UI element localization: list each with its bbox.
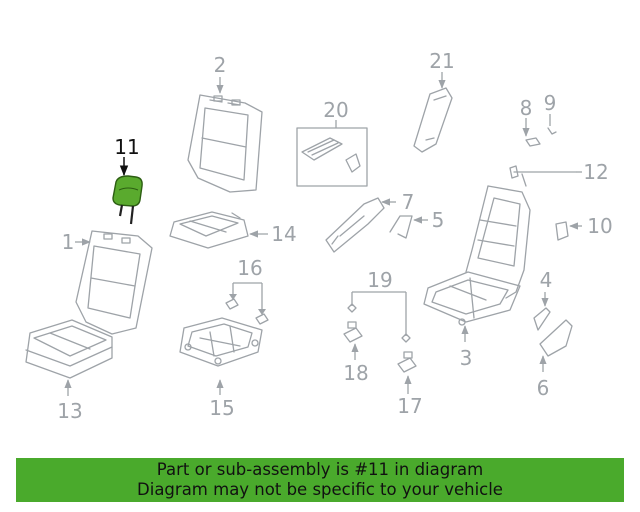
callout-3: 3 <box>460 346 473 370</box>
banner-line-1: Part or sub-assembly is #11 in diagram <box>156 460 484 479</box>
callout-4: 4 <box>540 268 553 292</box>
part-15-cushion-frame[interactable] <box>179 317 263 367</box>
callout-8: 8 <box>520 96 533 120</box>
part-18-bracket[interactable] <box>343 321 363 343</box>
callout-15: 15 <box>209 396 234 420</box>
callout-2: 2 <box>214 53 227 77</box>
callout-5: 5 <box>432 208 445 232</box>
callout-19: 19 <box>367 268 392 292</box>
callout-1: 1 <box>62 230 75 254</box>
parts-diagram: 2 11 1 13 14 15 16 20 21 8 9 12 7 5 10 4… <box>25 49 613 423</box>
part-6-side-shield[interactable] <box>539 319 573 357</box>
part-14-seat-cushion[interactable] <box>169 211 249 249</box>
info-banner: Part or sub-assembly is #11 in diagram D… <box>16 458 624 502</box>
part-7-side-bracket[interactable] <box>325 197 385 253</box>
callout-9: 9 <box>544 91 557 115</box>
part-17-bracket[interactable] <box>397 351 417 373</box>
callout-11: 11 <box>114 135 139 159</box>
part-9-fastener[interactable] <box>547 127 557 135</box>
part-4-trim[interactable] <box>533 307 551 331</box>
part-8-fastener[interactable] <box>525 137 541 147</box>
callout-14: 14 <box>271 222 296 246</box>
part-1-seat-back[interactable] <box>75 230 153 335</box>
part-21-side-trim[interactable] <box>413 87 453 153</box>
part-3-seat-frame[interactable] <box>423 185 531 326</box>
part-2-seat-back[interactable] <box>187 94 263 193</box>
callout-17: 17 <box>397 394 422 418</box>
part-13-seat-cushion[interactable] <box>25 319 113 379</box>
callout-16: 16 <box>237 256 262 280</box>
banner-line-2: Diagram may not be specific to your vehi… <box>137 480 503 499</box>
part-5-clip[interactable] <box>389 215 413 239</box>
part-12-rod[interactable] <box>509 165 577 187</box>
part-10-cover[interactable] <box>555 221 569 241</box>
callout-20: 20 <box>323 98 348 122</box>
callout-13: 13 <box>57 399 82 423</box>
part-11-headrest[interactable] <box>112 175 143 225</box>
part-20-switch[interactable] <box>296 127 368 187</box>
callout-6: 6 <box>537 376 550 400</box>
callout-12: 12 <box>583 160 608 184</box>
callout-7: 7 <box>402 190 415 214</box>
callout-21: 21 <box>429 49 454 73</box>
callout-10: 10 <box>587 214 612 238</box>
part-19-fasteners[interactable] <box>347 291 411 343</box>
callout-18: 18 <box>343 361 368 385</box>
part-16-clips[interactable] <box>225 298 269 325</box>
